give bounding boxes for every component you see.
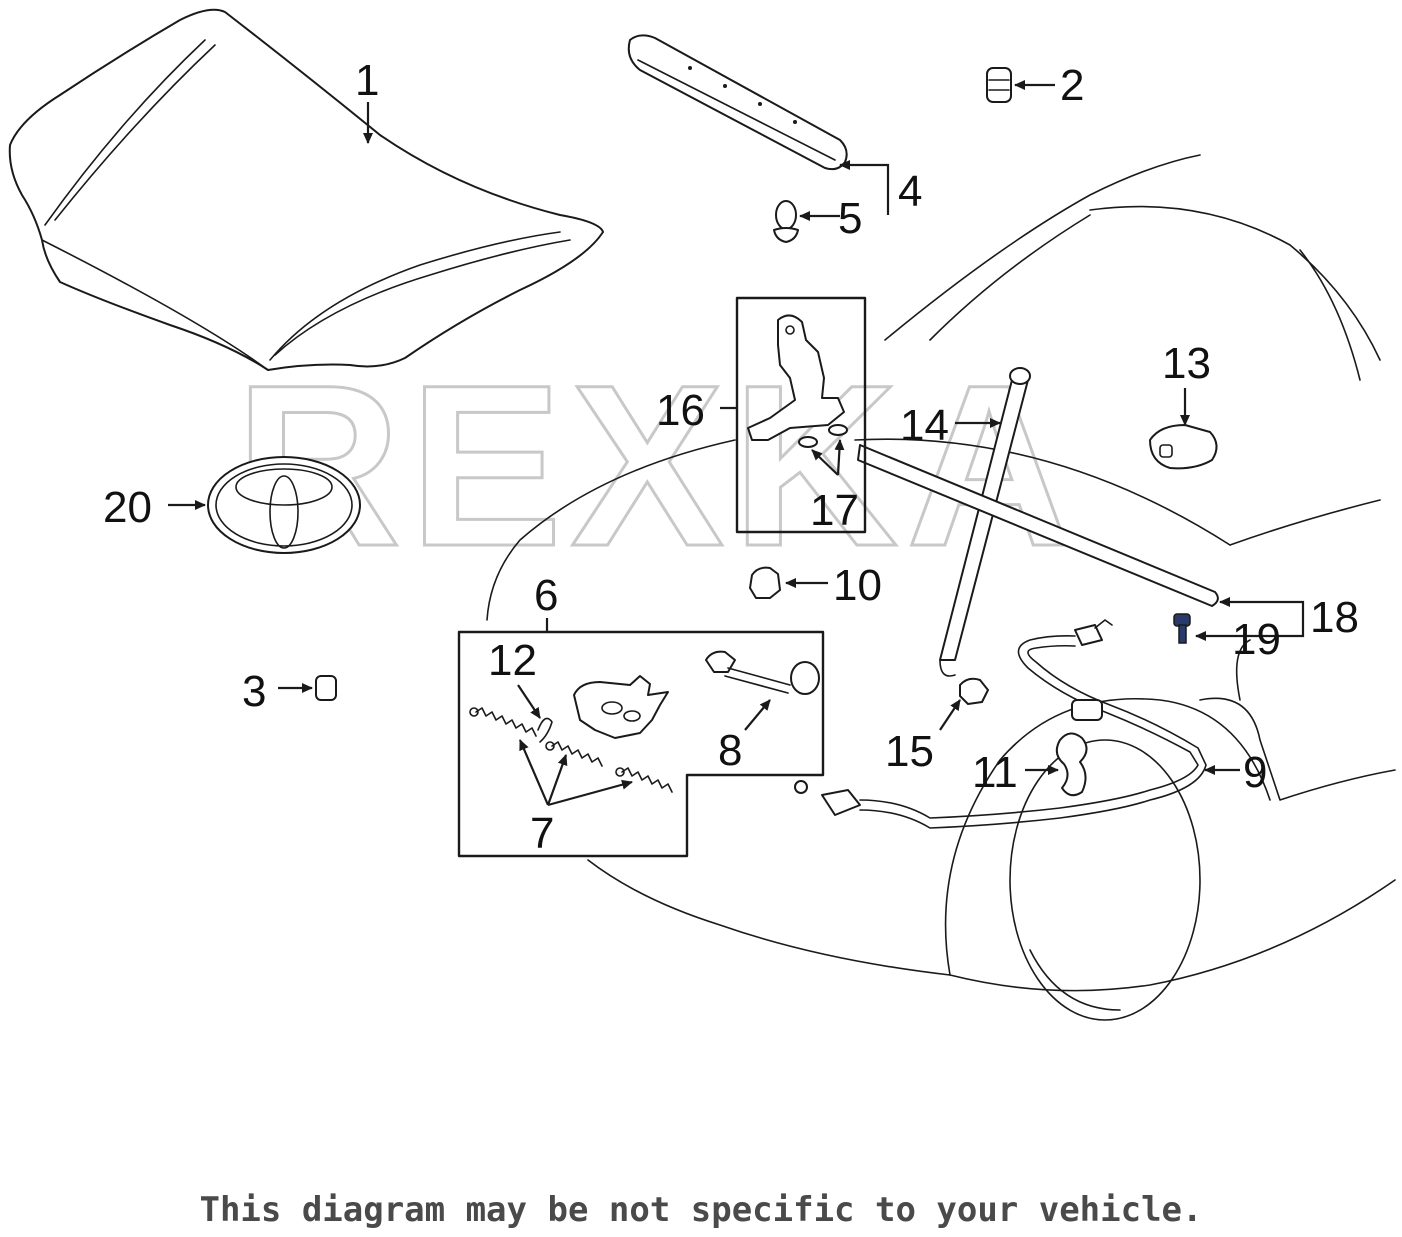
- watermark-text: REXKA: [235, 337, 1080, 594]
- callout-19: 19: [1232, 615, 1281, 664]
- rod-holder-part-15: [959, 677, 989, 705]
- cushion-part-2: [986, 67, 1012, 103]
- leader-4: [839, 160, 890, 190]
- callout-16: 16: [656, 386, 705, 435]
- bolt-part-19: [1173, 613, 1191, 644]
- leader-7b: [546, 754, 568, 806]
- leader-8: [744, 699, 771, 731]
- part-16: [747, 314, 845, 441]
- hood-part: [8, 8, 604, 371]
- leader-17b: [834, 439, 845, 476]
- part-10: [749, 566, 781, 599]
- callout-2: 2: [1060, 61, 1084, 110]
- support-rod-part: [939, 367, 1031, 677]
- leader-15: [939, 699, 961, 731]
- clip-part-5: [773, 200, 799, 243]
- springs-part-7: [469, 707, 673, 793]
- release-cable-part: [794, 619, 1207, 829]
- callout-6: 6: [534, 571, 558, 620]
- disclaimer-text: This diagram may be not specific to your…: [199, 1190, 1203, 1230]
- callout-14: 14: [900, 401, 949, 450]
- callout-10: 10: [833, 561, 882, 610]
- callout-7: 7: [530, 809, 554, 858]
- part-12: [537, 717, 553, 743]
- callout-15: 15: [885, 727, 934, 776]
- part-18-strip: [857, 444, 1219, 607]
- emblem-part: [207, 456, 361, 554]
- hood-lock-part: [573, 675, 669, 739]
- box-6: [457, 630, 825, 858]
- callout-1: 1: [355, 56, 379, 105]
- callout-5: 5: [838, 194, 862, 243]
- callout-8: 8: [718, 726, 742, 775]
- release-lever-part: [705, 650, 820, 695]
- leader-7a: [518, 739, 550, 806]
- callout-12: 12: [488, 636, 537, 685]
- part-17: [798, 424, 848, 448]
- callout-3: 3: [242, 667, 266, 716]
- part-13: [1149, 424, 1218, 470]
- vehicle-outline: [486, 154, 1396, 1021]
- callout-18: 18: [1310, 593, 1359, 642]
- cushion-part-3: [315, 675, 337, 701]
- callout-20: 20: [103, 483, 152, 532]
- callout-17: 17: [810, 486, 859, 535]
- leader-12: [517, 684, 541, 719]
- callout-4: 4: [898, 167, 922, 216]
- callout-11: 11: [972, 748, 1018, 797]
- leader-19: [1195, 630, 1305, 641]
- leader-18: [1219, 597, 1305, 630]
- leader-17a: [811, 449, 839, 476]
- callout-9: 9: [1243, 748, 1267, 797]
- clamp-part-11: [1055, 732, 1088, 797]
- hood-seal-part: [627, 34, 848, 171]
- box-16: [735, 296, 867, 534]
- leader-7c: [547, 779, 633, 807]
- callout-13: 13: [1162, 339, 1211, 388]
